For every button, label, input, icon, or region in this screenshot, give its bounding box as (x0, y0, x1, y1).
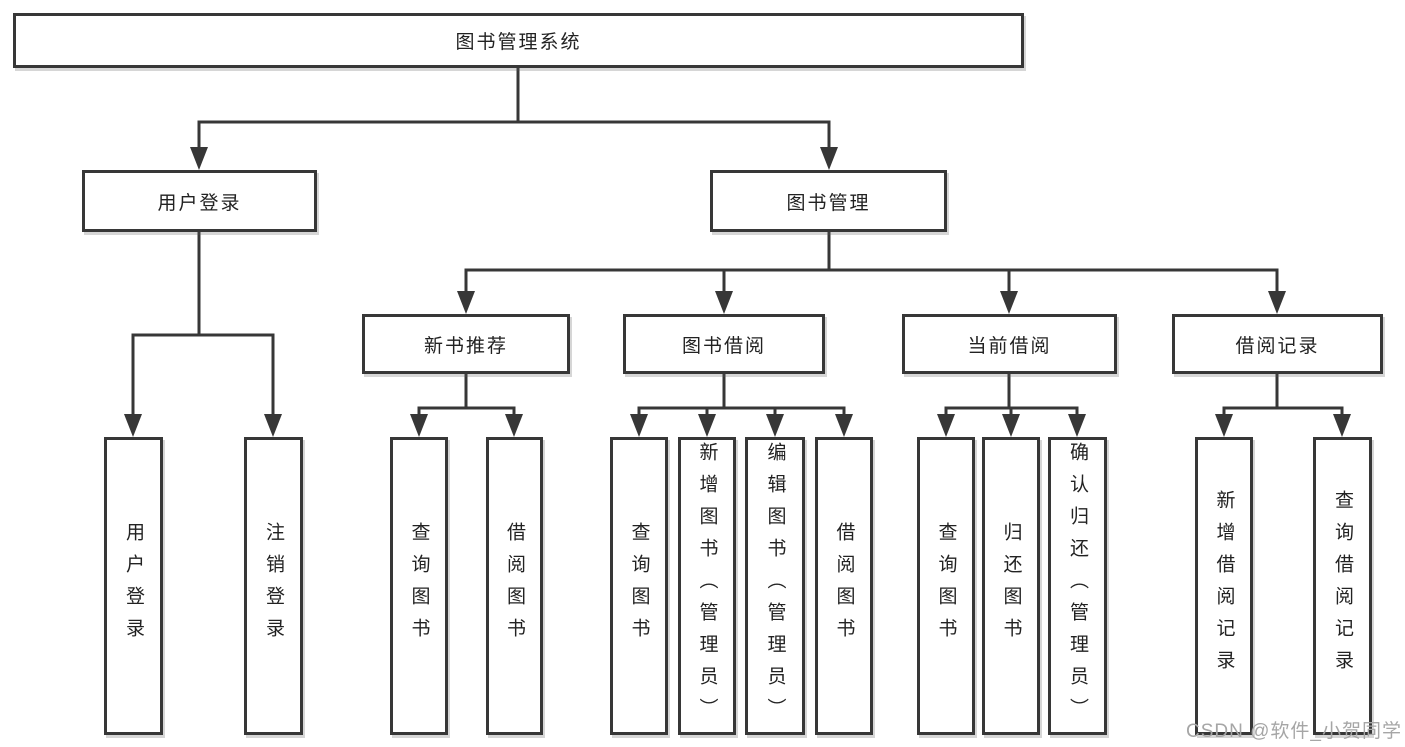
node-label: 归还图书 (1000, 522, 1022, 650)
arrowhead-icon (1215, 414, 1233, 437)
node-leaf-query-books-rec: 查询图书 (390, 437, 448, 735)
node-borrowing-records: 借阅记录 (1172, 314, 1383, 374)
node-user-login: 用户登录 (82, 170, 317, 232)
node-label: 借阅记录 (1235, 335, 1320, 357)
arrowhead-icon (835, 414, 853, 437)
arrowhead-icon (190, 147, 208, 170)
node-leaf-query-borrow-record: 查询借阅记录 (1313, 437, 1372, 735)
arrowhead-icon (1068, 414, 1086, 437)
node-label: 编辑图书（管理员） (764, 442, 786, 730)
node-library-management-system: 图书管理系统 (13, 13, 1024, 68)
arrowhead-icon (715, 291, 733, 314)
node-label: 查询借阅记录 (1332, 490, 1353, 682)
node-leaf-logout: 注销登录 (244, 437, 303, 735)
node-label: 用户登录 (123, 522, 144, 650)
node-leaf-borrow-books-borrow: 借阅图书 (815, 437, 873, 735)
node-label: 图书管理 (786, 192, 871, 214)
arrowhead-icon (410, 414, 428, 437)
node-leaf-edit-book-admin: 编辑图书（管理员） (745, 437, 805, 735)
node-label: 图书借阅 (681, 335, 766, 357)
node-label: 新增图书（管理员） (696, 442, 718, 730)
node-leaf-confirm-return-admin: 确认归还（管理员） (1048, 437, 1107, 735)
arrowhead-icon (1268, 291, 1286, 314)
node-label: 查询图书 (935, 522, 957, 650)
arrowhead-icon (505, 414, 523, 437)
node-label: 查询图书 (408, 522, 430, 650)
node-leaf-query-books-borrow: 查询图书 (610, 437, 668, 735)
node-label: 新书推荐 (423, 335, 508, 357)
node-leaf-borrow-books-rec: 借阅图书 (486, 437, 543, 735)
node-leaf-return-book: 归还图书 (982, 437, 1040, 735)
node-label: 用户登录 (157, 192, 242, 214)
node-leaf-user-login: 用户登录 (104, 437, 163, 735)
arrowhead-icon (766, 414, 784, 437)
arrowhead-icon (1000, 291, 1018, 314)
node-label: 新增借阅记录 (1213, 490, 1235, 682)
arrowhead-icon (698, 414, 716, 437)
node-label: 借阅图书 (833, 522, 855, 650)
node-label: 借阅图书 (504, 522, 525, 650)
arrowhead-icon (1002, 414, 1020, 437)
csdn-watermark: CSDN @软件_小贺同学 (1186, 721, 1402, 742)
arrowhead-icon (457, 291, 475, 314)
node-leaf-add-borrow-record: 新增借阅记录 (1195, 437, 1253, 735)
arrowhead-icon (124, 414, 142, 437)
arrowhead-icon (630, 414, 648, 437)
node-label: 图书管理系统 (455, 32, 582, 53)
arrowhead-icon (937, 414, 955, 437)
node-current-borrowing: 当前借阅 (902, 314, 1117, 374)
node-book-management: 图书管理 (710, 170, 947, 232)
node-label: 当前借阅 (967, 335, 1052, 357)
node-leaf-add-book-admin: 新增图书（管理员） (678, 437, 736, 735)
node-label: 查询图书 (628, 522, 650, 650)
node-new-book-recommendation: 新书推荐 (362, 314, 570, 374)
arrowhead-icon (820, 147, 838, 170)
arrowhead-icon (264, 414, 282, 437)
node-label: 注销登录 (263, 522, 284, 650)
node-book-borrowing: 图书借阅 (623, 314, 825, 374)
node-label: 确认归还（管理员） (1067, 442, 1088, 730)
arrowhead-icon (1333, 414, 1351, 437)
node-leaf-query-books-current: 查询图书 (917, 437, 975, 735)
